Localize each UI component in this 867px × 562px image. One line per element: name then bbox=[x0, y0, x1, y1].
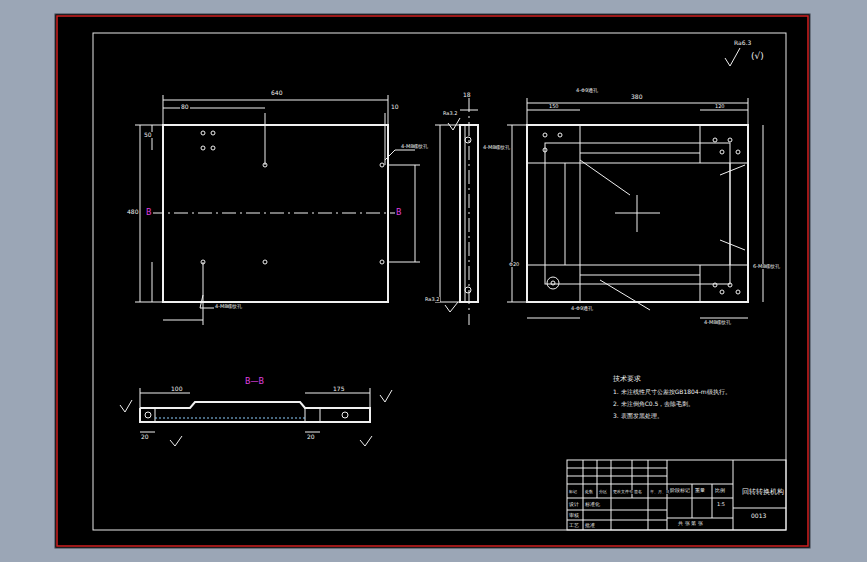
section-mark: B bbox=[145, 209, 153, 217]
dimension: 20 bbox=[140, 434, 150, 440]
hole-callout: 4-M8螺纹孔 bbox=[482, 145, 511, 150]
table-cell: 设计 bbox=[568, 502, 580, 507]
dimension: 18 bbox=[462, 92, 472, 98]
table-cell: 年、月、日 bbox=[649, 490, 671, 494]
hole-callout: 6-M8螺纹孔 bbox=[752, 264, 781, 269]
note-text: 3. 表面发黑处理。 bbox=[612, 413, 664, 419]
roughness-note: Ra3.2 bbox=[424, 297, 440, 302]
top-view bbox=[507, 98, 763, 318]
notes-heading: 技术要求 bbox=[612, 376, 642, 383]
table-cell: 更改文件号 bbox=[612, 490, 634, 494]
note-text: 1. 未注线性尺寸公差按GB1804-m级执行。 bbox=[612, 389, 732, 395]
sheet-border bbox=[57, 16, 808, 546]
table-cell: 标记 bbox=[568, 490, 578, 494]
part-name: 回转转换机构 bbox=[741, 489, 785, 496]
hole-callout: 4-M8螺纹孔 bbox=[400, 144, 429, 149]
dimension: 50 bbox=[143, 132, 153, 138]
dimension: 80 bbox=[180, 104, 190, 110]
dimension: 120 bbox=[714, 104, 726, 109]
scale-value: 1:5 bbox=[716, 502, 726, 507]
dimension: 150 bbox=[548, 104, 560, 109]
roughness-note: Ra3.2 bbox=[442, 111, 458, 116]
table-cell: 阶段标记 bbox=[669, 488, 691, 493]
drawing-number: 0013 bbox=[750, 513, 767, 519]
hole-callout: 4-Φ9通孔 bbox=[570, 306, 594, 311]
table-cell: 重量 bbox=[694, 488, 706, 493]
table-cell: 处数 bbox=[584, 490, 594, 494]
table-cell: 审核 bbox=[568, 513, 580, 518]
roughness-note: (√) bbox=[750, 52, 765, 61]
sheet-ground bbox=[55, 14, 810, 548]
dimension: 175 bbox=[332, 386, 345, 392]
hole-callout: 4-M8螺纹孔 bbox=[214, 304, 243, 309]
section-label: B—B bbox=[244, 378, 265, 386]
table-cell: 分区 bbox=[598, 490, 608, 494]
table-cell: 比例 bbox=[714, 488, 726, 493]
side-view bbox=[435, 98, 478, 325]
section-view bbox=[120, 388, 392, 446]
roughness-symbol bbox=[725, 48, 740, 66]
roughness-note: Ra6.3 bbox=[733, 40, 752, 46]
dimension: 480 bbox=[126, 209, 139, 215]
table-cell: 共 张 第 张 bbox=[677, 521, 704, 526]
dimension: 10 bbox=[390, 104, 400, 110]
dimension: 640 bbox=[270, 90, 283, 96]
front-view bbox=[135, 95, 420, 325]
table-cell: 标准化 bbox=[584, 502, 601, 507]
table-cell: 批准 bbox=[584, 523, 596, 528]
hole-callout: 4-M8螺纹孔 bbox=[703, 320, 732, 325]
note-text: 2. 未注倒角C0.5，去除毛刺。 bbox=[612, 401, 695, 407]
frame bbox=[93, 33, 786, 530]
table-cell: 工艺 bbox=[568, 523, 580, 528]
hole-callout: 4-Φ9通孔 bbox=[575, 88, 599, 93]
dimension: 20 bbox=[306, 434, 316, 440]
section-mark: B bbox=[395, 209, 403, 217]
hole-callout: Φ20 bbox=[508, 262, 520, 267]
title-block bbox=[567, 460, 786, 530]
table-cell: 签名 bbox=[633, 490, 643, 494]
dimension: 100 bbox=[170, 386, 183, 392]
dimension: 380 bbox=[630, 94, 643, 100]
